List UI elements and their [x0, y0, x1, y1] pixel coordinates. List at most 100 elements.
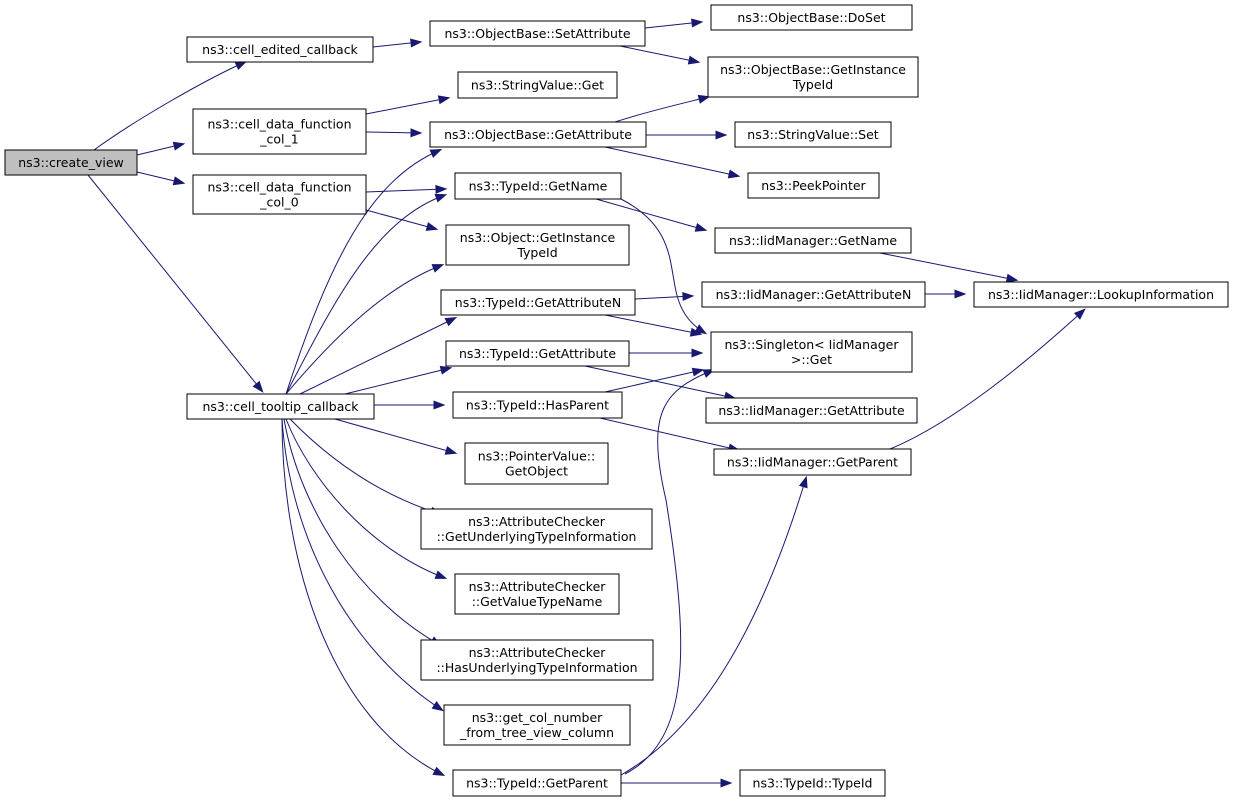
node-ObjectBase_SetAttribute[interactable]: ns3::ObjectBase::SetAttribute	[429, 20, 646, 47]
edge-IidManager_GetName-to-IidManager_LookupInformation	[879, 252, 1019, 283]
edge-line	[93, 61, 246, 151]
edge-TypeId_GetParent-to-IidManager_GetParent	[620, 475, 808, 776]
node-cell_data_function_col_1[interactable]: ns3::cell_data_function_col_1	[192, 108, 367, 155]
node-box	[429, 20, 646, 47]
node-TypeId_GetAttribute[interactable]: ns3::TypeId::GetAttribute	[445, 340, 630, 367]
node-create_view[interactable]: ns3::create_view	[4, 149, 138, 176]
node-AttributeChecker_HasUnderlyingTypeInformation[interactable]: ns3::AttributeChecker::HasUnderlyingType…	[420, 639, 654, 681]
edge-line	[584, 365, 735, 399]
node-box	[457, 71, 618, 99]
edge-line	[599, 417, 739, 451]
edge-TypeId_GetName-to-IidManager_GetName	[595, 198, 708, 232]
node-box	[445, 340, 630, 367]
edge-cell_tooltip_callback-to-TypeId_GetAttributeN	[299, 316, 458, 395]
edge-cell_tooltip_callback-to-TypeId_GetParent	[281, 418, 446, 777]
node-box	[710, 4, 913, 31]
node-box	[705, 397, 918, 424]
edge-TypeId_GetAttributeN-to-Singleton_IidManager_Get	[604, 314, 703, 337]
node-box	[420, 508, 653, 550]
node-label: ns3::StringValue::Set	[747, 127, 878, 142]
edge-cell_tooltip_callback-to-Object_GetInstanceTypeId	[285, 264, 445, 395]
edge-arrowhead	[715, 130, 728, 140]
edge-line	[281, 418, 444, 776]
node-label: ns3::ObjectBase::GetAttribute	[444, 127, 632, 142]
node-TypeId_GetParent[interactable]: ns3::TypeId::GetParent	[452, 769, 622, 797]
node-AttributeChecker_GetUnderlyingTypeInformation[interactable]: ns3::AttributeChecker::GetUnderlyingType…	[420, 508, 653, 550]
edge-cell_tooltip_callback-to-ObjectBase_GetAttribute	[285, 149, 443, 395]
edge-line	[604, 314, 701, 335]
node-label: _col_1	[259, 132, 298, 147]
node-TypeId_TypeId[interactable]: ns3::TypeId::TypeId	[739, 769, 886, 797]
node-label: ns3::AttributeChecker	[469, 645, 607, 660]
node-label: ns3::IidManager::LookupInformation	[988, 287, 1214, 302]
node-box	[714, 227, 912, 254]
node-label: ns3::PeekPointer	[761, 178, 866, 193]
edge-cell_tooltip_callback-to-AttributeChecker_GetValueTypeName	[285, 418, 448, 579]
node-ObjectBase_GetAttribute[interactable]: ns3::ObjectBase::GetAttribute	[429, 121, 647, 148]
node-TypeId_GetName[interactable]: ns3::TypeId::GetName	[454, 172, 622, 200]
node-box	[710, 331, 913, 373]
node-box	[429, 121, 647, 148]
node-TypeId_GetAttributeN[interactable]: ns3::TypeId::GetAttributeN	[440, 289, 636, 316]
node-box	[192, 174, 367, 215]
node-ObjectBase_DoSet[interactable]: ns3::ObjectBase::DoSet	[710, 4, 913, 31]
node-label: _col_0	[259, 195, 298, 210]
node-label: ns3::AttributeChecker	[468, 514, 606, 529]
node-StringValue_Get[interactable]: ns3::StringValue::Get	[457, 71, 618, 99]
node-box	[464, 442, 609, 485]
edge-line	[285, 149, 441, 395]
node-label: ns3::StringValue::Get	[471, 78, 604, 93]
edge-cell_tooltip_callback-to-AttributeChecker_GetUnderlyingTypeInformation	[289, 418, 443, 516]
node-StringValue_Set[interactable]: ns3::StringValue::Set	[734, 121, 892, 148]
edge-line	[624, 369, 714, 775]
node-label: ::HasUnderlyingTypeInformation	[436, 660, 637, 675]
edge-arrowhead	[172, 141, 186, 151]
node-IidManager_GetAttribute[interactable]: ns3::IidManager::GetAttribute	[705, 397, 918, 424]
node-label: ns3::cell_edited_callback	[202, 42, 358, 57]
edge-arrowhead	[431, 264, 445, 273]
node-label: ns3::cell_data_function	[207, 117, 351, 132]
edge-create_view-to-cell_data_function_col_1	[136, 141, 186, 156]
edge-arrowhead	[691, 348, 704, 358]
node-IidManager_LookupInformation[interactable]: ns3::IidManager::LookupInformation	[973, 281, 1229, 308]
node-AttributeChecker_GetValueTypeName[interactable]: ns3::AttributeChecker::GetValueTypeName	[454, 573, 620, 615]
node-IidManager_GetParent[interactable]: ns3::IidManager::GetParent	[713, 448, 912, 476]
edge-line	[281, 418, 443, 711]
edge-cell_tooltip_callback-to-PointerValue_GetObject	[334, 418, 458, 455]
node-label: _from_tree_view_column	[459, 725, 614, 740]
edge-arrowhead	[694, 223, 708, 232]
node-get_col_number_from_tree_view_column[interactable]: ns3::get_col_number_from_tree_view_colum…	[443, 704, 631, 746]
edge-TypeId_GetName-to-Singleton_IidManager_Get	[620, 198, 708, 335]
node-PointerValue_GetObject[interactable]: ns3::PointerValue::GetObject	[464, 442, 609, 485]
edges-layer	[87, 18, 1086, 788]
node-label: ns3::PointerValue::	[478, 449, 595, 464]
node-TypeId_HasParent[interactable]: ns3::TypeId::HasParent	[452, 391, 623, 419]
edge-ObjectBase_GetAttribute-to-ObjectBase_GetInstanceTypeId	[614, 94, 711, 123]
edge-line	[595, 198, 706, 231]
edge-cell_data_function_col_0-to-TypeId_GetName	[365, 184, 448, 194]
node-label: ns3::ObjectBase::DoSet	[737, 10, 885, 25]
node-label: TypeId	[516, 245, 557, 260]
node-IidManager_GetAttributeN[interactable]: ns3::IidManager::GetAttributeN	[701, 281, 926, 308]
edge-cell_tooltip_callback-to-TypeId_GetAttribute	[344, 365, 453, 395]
node-label: ns3::IidManager::GetParent	[727, 455, 898, 470]
node-label: ::GetUnderlyingTypeInformation	[437, 529, 637, 544]
node-IidManager_GetName[interactable]: ns3::IidManager::GetName	[714, 227, 912, 254]
node-label: ns3::cell_tooltip_callback	[203, 399, 360, 414]
edge-line	[289, 418, 441, 515]
node-label: ns3::ObjectBase::GetInstance	[720, 62, 906, 77]
node-Singleton_IidManager_Get[interactable]: ns3::Singleton< IidManager>::Get	[710, 331, 913, 373]
edge-cell_data_function_col_1-to-StringValue_Get	[365, 95, 451, 115]
edge-line	[283, 418, 441, 646]
node-cell_tooltip_callback[interactable]: ns3::cell_tooltip_callback	[186, 393, 375, 420]
node-cell_edited_callback[interactable]: ns3::cell_edited_callback	[186, 36, 374, 63]
node-box	[192, 108, 367, 155]
node-cell_data_function_col_0[interactable]: ns3::cell_data_function_col_0	[192, 174, 367, 215]
node-PeekPointer[interactable]: ns3::PeekPointer	[747, 172, 880, 199]
edge-line	[285, 194, 446, 395]
edge-arrowhead	[439, 365, 453, 375]
node-box	[4, 149, 138, 176]
edge-arrowhead	[172, 176, 186, 186]
